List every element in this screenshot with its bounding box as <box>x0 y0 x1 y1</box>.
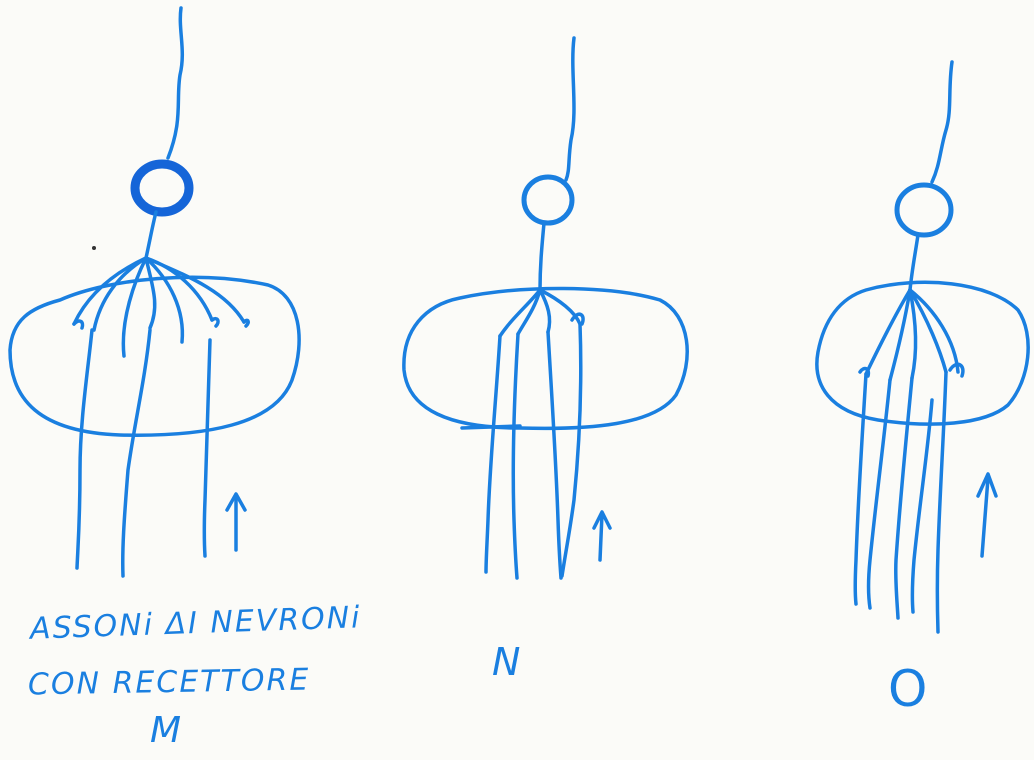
panel-m-axon-2 <box>123 330 150 576</box>
panel-o-cell-body <box>897 185 951 235</box>
panel-n-axon-2 <box>513 334 518 578</box>
panel-o-letter: O <box>888 660 929 718</box>
panel-n-axon-1 <box>486 336 500 572</box>
panel-n-axon-top <box>566 38 574 180</box>
panel-n-field <box>404 288 687 428</box>
panel-n-axon-4 <box>562 324 581 576</box>
panel-n-axon-3 <box>548 332 561 578</box>
panel-n-stalk <box>540 223 544 290</box>
panel-o-axon-5 <box>912 400 932 612</box>
panel-m <box>10 8 299 576</box>
panel-m-stalk <box>146 212 156 258</box>
stray-dot <box>92 246 96 250</box>
panel-m-letter: M <box>150 710 183 751</box>
panel-m-branch-3 <box>146 258 155 328</box>
panel-m-cell-body <box>135 164 189 212</box>
panel-m-axon-top <box>168 8 182 158</box>
panel-m-ending-1 <box>74 321 83 328</box>
panel-m-branch-7 <box>94 258 146 330</box>
panel-o-axon-3 <box>896 378 912 618</box>
panel-n-crossbar <box>462 426 520 428</box>
panel-o-arrow-shaft <box>982 478 988 556</box>
panel-o <box>817 62 1028 632</box>
panel-o-axon-1 <box>855 374 866 604</box>
panel-n-cell-body <box>524 177 572 223</box>
panel-n <box>404 38 687 578</box>
panel-n-arrow-shaft <box>600 514 602 560</box>
panel-o-axon-top <box>932 62 952 182</box>
panel-n-letter: N <box>492 640 522 684</box>
panel-m-axon-3 <box>204 340 210 556</box>
panel-o-branch-2 <box>890 290 910 380</box>
panel-m-caption-line-2: CON RECETTORE <box>28 663 311 703</box>
panel-o-axon-4 <box>937 372 946 632</box>
panel-o-axon-2 <box>869 380 891 608</box>
panel-o-branch-3 <box>910 290 916 378</box>
panel-m-ending-2 <box>212 319 218 326</box>
panel-m-ending-3 <box>244 320 248 326</box>
panel-m-axon-1 <box>77 330 92 568</box>
